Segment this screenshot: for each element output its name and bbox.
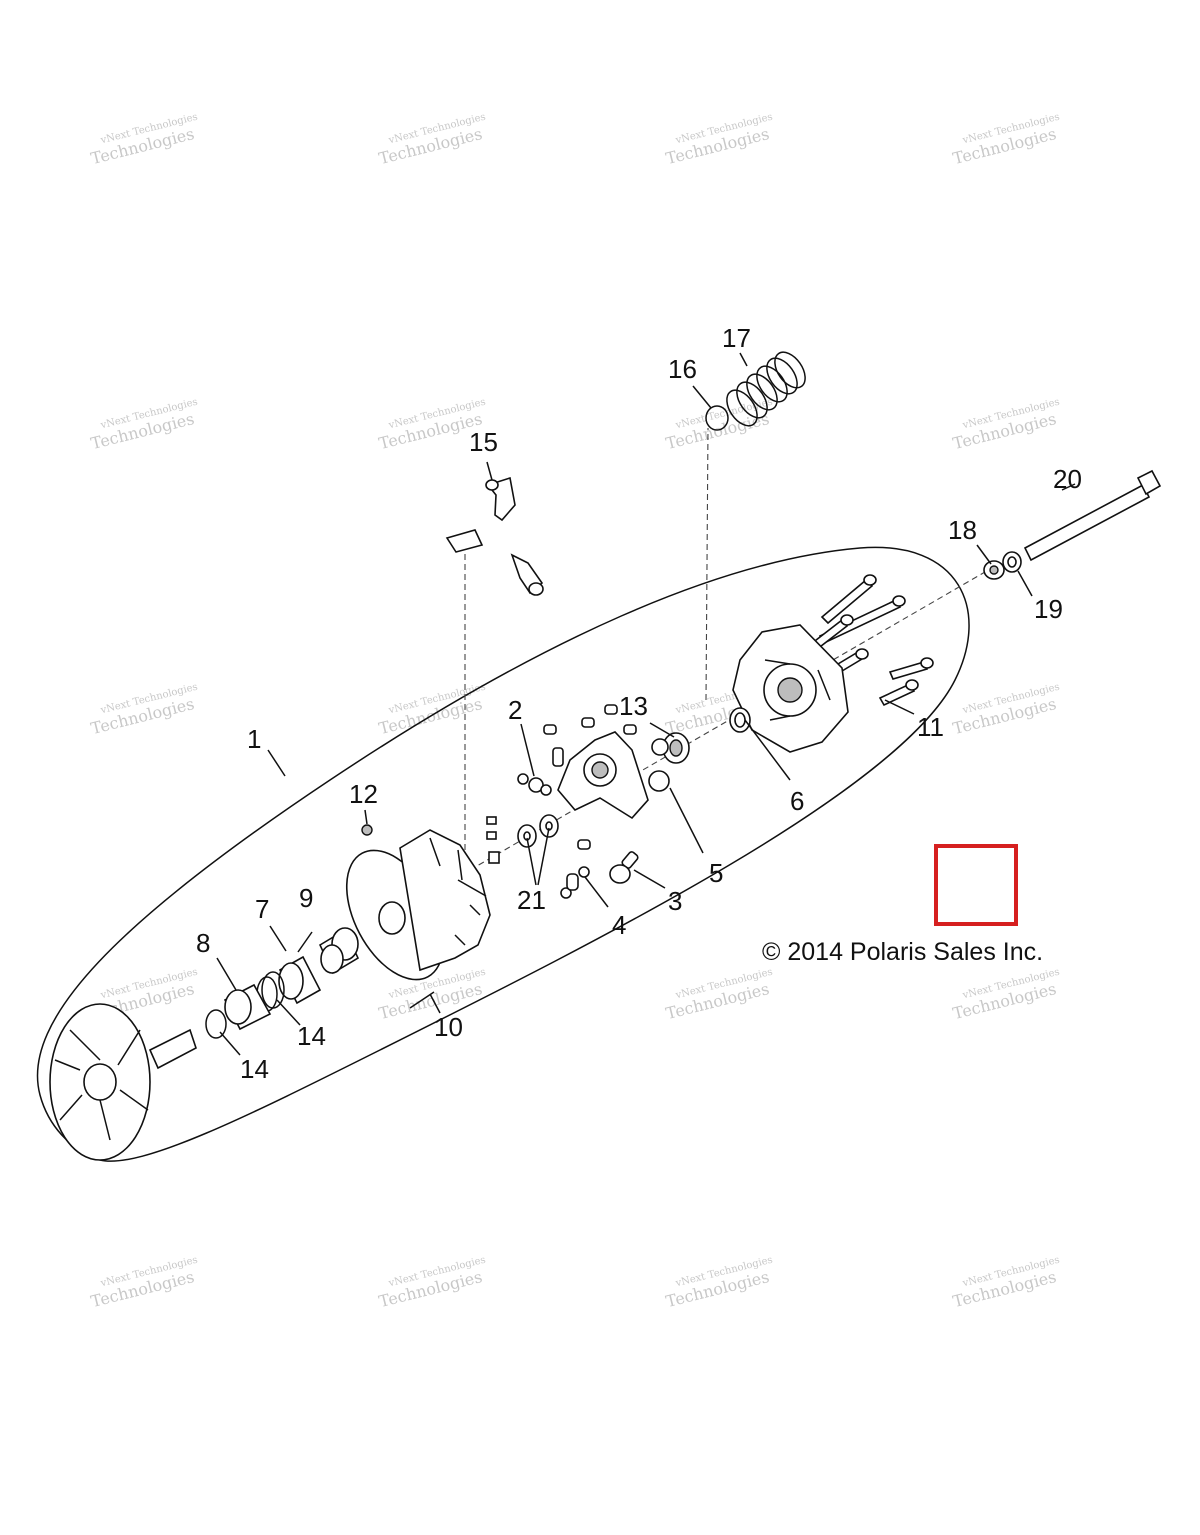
leader-lines <box>216 352 1076 1056</box>
callout-8: 8 <box>196 928 210 958</box>
pins-part-4 <box>560 866 590 899</box>
weights <box>486 816 500 864</box>
callout-9: 9 <box>299 883 313 913</box>
assembly-outline <box>36 546 970 1162</box>
callout-16: 16 <box>668 354 697 384</box>
moveable-sheave <box>345 829 491 981</box>
spring-part-17 <box>726 351 806 427</box>
callout-19: 19 <box>1034 594 1063 624</box>
axis-line-16 <box>705 427 709 701</box>
washers-part-2 <box>517 773 552 796</box>
washer-part-19 <box>1002 551 1022 573</box>
callout-4: 4 <box>612 910 626 940</box>
callout-3: 3 <box>668 886 682 916</box>
bushing-part-13 <box>662 732 690 764</box>
cover-part-6 <box>729 624 849 753</box>
callout-18: 18 <box>948 515 977 545</box>
callout-10: 10 <box>434 1012 463 1042</box>
nut-part-18 <box>983 560 1005 580</box>
fixed-sheave <box>49 1003 197 1161</box>
copyright-text: © 2014 Polaris Sales Inc. <box>762 938 1043 966</box>
bushing-part-7 <box>278 955 322 1005</box>
roller-part-5 <box>648 770 670 792</box>
bushing-part-9 <box>318 927 360 975</box>
highlight-box <box>934 844 1018 926</box>
pins-group <box>543 704 639 884</box>
callout-2: 2 <box>508 695 522 725</box>
callout-11: 11 <box>917 712 944 742</box>
arms-part-15 <box>445 476 544 596</box>
callout-12: 12 <box>349 779 378 809</box>
callout-1: 1 <box>247 724 261 754</box>
callout-6: 6 <box>790 786 804 816</box>
callout-13: 13 <box>619 691 648 721</box>
roller-small <box>651 738 669 756</box>
callout-15: 15 <box>469 427 498 457</box>
callout-14b: 14 <box>240 1054 269 1084</box>
callout-14a: 14 <box>297 1021 326 1051</box>
callout-7: 7 <box>255 894 269 924</box>
callout-20: 20 <box>1053 464 1082 494</box>
washers-part-21 <box>517 814 559 848</box>
callout-17: 17 <box>722 323 751 353</box>
callout-21: 21 <box>517 885 546 915</box>
snap-ring-part-16 <box>705 405 729 431</box>
callout-5: 5 <box>709 858 723 888</box>
axis-line-main <box>469 571 986 871</box>
bolt-part-20 <box>1023 469 1162 562</box>
spider-part <box>557 731 649 820</box>
grease-fitting-part-12 <box>361 824 373 836</box>
bushing-part-8 <box>223 983 272 1031</box>
